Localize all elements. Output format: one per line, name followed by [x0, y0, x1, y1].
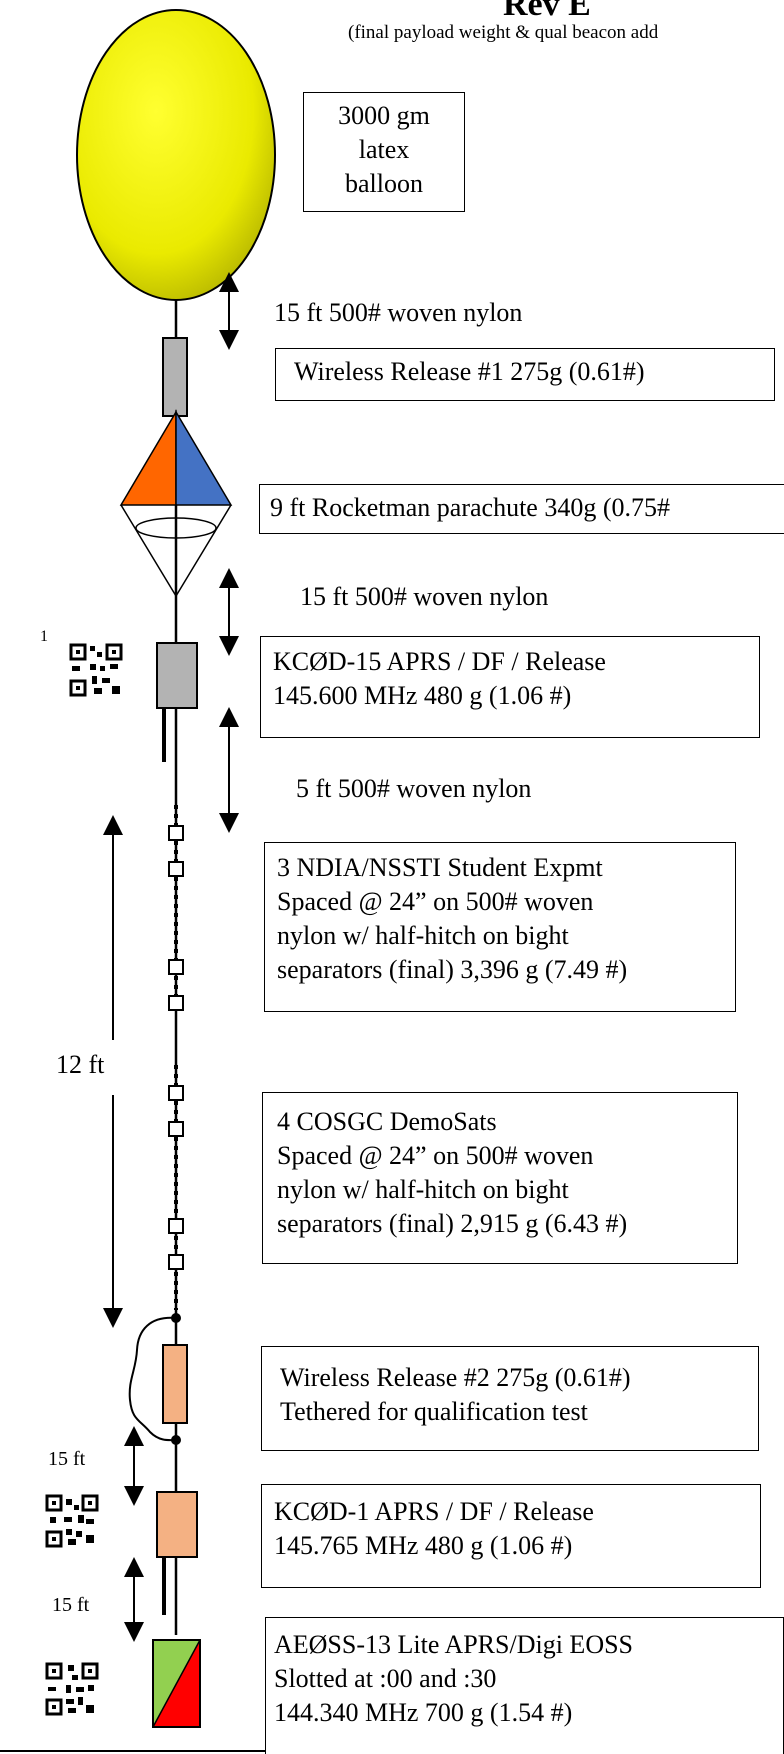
- balloon-label-line: balloon: [345, 169, 423, 198]
- balloon-label-line: latex: [358, 135, 410, 164]
- aeoss-body: [152, 1639, 201, 1728]
- span-label-15ft-a: 15 ft: [48, 1448, 86, 1470]
- qual-bypass-tether: [128, 1316, 177, 1442]
- kc15-box: KCØD-15 APRS / DF / Release 145.600 MHz …: [260, 636, 760, 738]
- aeoss-line: AEØSS-13 Lite APRS/Digi EOSS: [274, 1630, 634, 1659]
- parachute-box: 9 ft Rocketman parachute 340g (0.75#: [259, 484, 784, 534]
- kc1-line: KCØD-1 APRS / DF / Release: [274, 1497, 594, 1526]
- aeoss-line: Slotted at :00 and :30: [274, 1664, 497, 1693]
- ndia-line: Spaced @ 24” on 500# woven: [277, 887, 594, 916]
- ndia-line: 3 NDIA/NSSTI Student Expmt: [277, 853, 603, 882]
- kc15-body: [156, 642, 198, 709]
- qr-code-icon-aeoss: [45, 1662, 99, 1716]
- cosgc-line: nylon w/ half-hitch on bight: [277, 1175, 569, 1204]
- release2-line: Tethered for qualification test: [280, 1397, 588, 1426]
- balloon-shape: [76, 9, 276, 301]
- tether-label-mid: 15 ft 500# woven nylon: [300, 582, 549, 611]
- footnote-marker: 1: [40, 628, 48, 645]
- qr-code-icon-kc1: [45, 1494, 99, 1548]
- parachute-text: 9 ft Rocketman parachute 340g (0.75#: [270, 493, 670, 522]
- kc1-box: KCØD-1 APRS / DF / Release 145.765 MHz 4…: [261, 1484, 761, 1588]
- kc15-line: KCØD-15 APRS / DF / Release: [273, 647, 606, 676]
- balloon-label-box: 3000 gm latex balloon: [303, 92, 465, 212]
- span-label-15ft-b: 15 ft: [52, 1594, 90, 1616]
- kc1-body: [156, 1491, 198, 1558]
- cosgc-line: 4 COSGC DemoSats: [277, 1107, 497, 1136]
- ndia-line: nylon w/ half-hitch on bight: [277, 921, 569, 950]
- release2-body: [162, 1344, 188, 1424]
- tether-label-5ft: 5 ft 500# woven nylon: [296, 774, 532, 803]
- release2-box: Wireless Release #2 275g (0.61#) Tethere…: [261, 1346, 759, 1451]
- release1-body: [162, 337, 188, 417]
- ndia-line: separators (final) 3,396 g (7.49 #): [277, 955, 628, 984]
- release2-line: Wireless Release #2 275g (0.61#): [280, 1363, 631, 1392]
- qr-code-icon-kc15: [69, 643, 123, 697]
- cosgc-line: Spaced @ 24” on 500# woven: [277, 1141, 594, 1170]
- balloon-label-line: 3000 gm: [338, 101, 430, 130]
- aeoss-box: AEØSS-13 Lite APRS/Digi EOSS Slotted at …: [265, 1617, 784, 1754]
- cosgc-payloads: [168, 1085, 184, 1270]
- cosgc-line: separators (final) 2,915 g (6.43 #): [277, 1209, 628, 1238]
- kc1-line: 145.765 MHz 480 g (1.06 #): [274, 1531, 573, 1560]
- diagram-title: Rev E: [503, 0, 591, 23]
- release1-box: Wireless Release #1 275g (0.61#): [275, 348, 775, 401]
- kc15-line: 145.600 MHz 480 g (1.06 #): [273, 681, 572, 710]
- release1-text: Wireless Release #1 275g (0.61#): [294, 357, 645, 386]
- parachute-shape: [119, 409, 233, 597]
- diagram-subtitle: (final payload weight & qual beacon add: [348, 22, 659, 43]
- aeoss-line: 144.340 MHz 700 g (1.54 #): [274, 1698, 573, 1727]
- cosgc-box: 4 COSGC DemoSats Spaced @ 24” on 500# wo…: [262, 1092, 738, 1264]
- span-label-12ft: 12 ft: [56, 1050, 105, 1079]
- tether-label-top: 15 ft 500# woven nylon: [274, 298, 523, 327]
- ndia-box: 3 NDIA/NSSTI Student Expmt Spaced @ 24” …: [264, 842, 736, 1012]
- ndia-payloads: [168, 825, 184, 1011]
